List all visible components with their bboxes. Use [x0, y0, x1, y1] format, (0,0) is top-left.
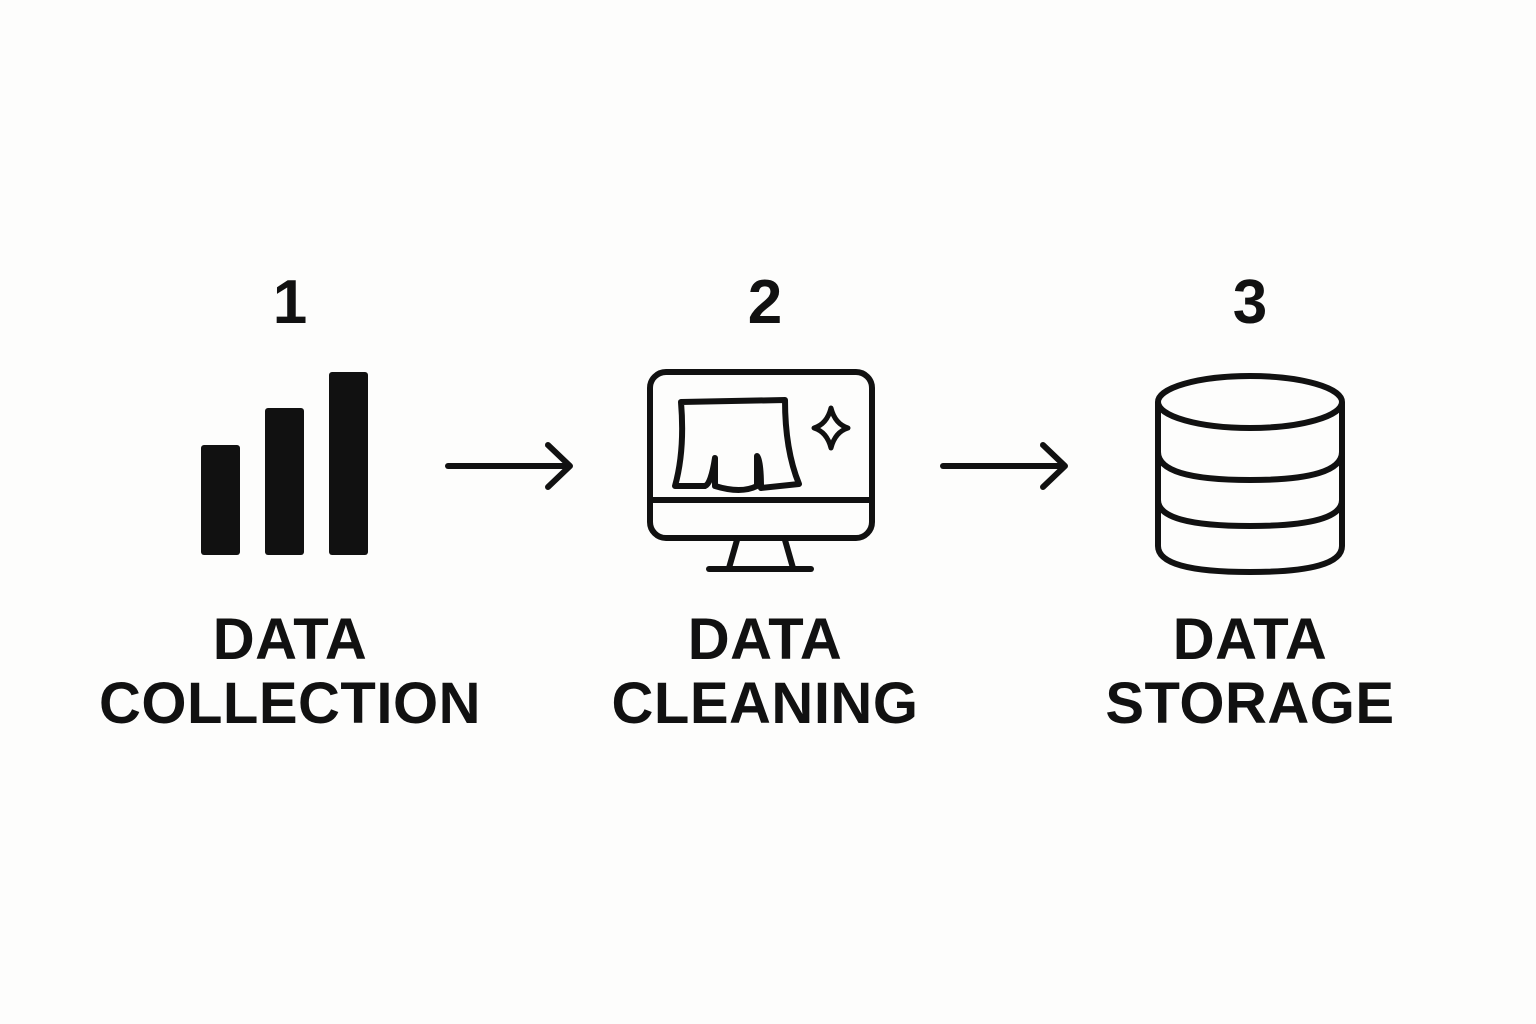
step-label-line1: DATA — [687, 607, 843, 672]
step-label-line2: CLEANING — [611, 671, 919, 736]
step-label-line2: COLLECTION — [99, 671, 481, 736]
step-data-cleaning: 2 DATA CLEANING — [545, 0, 985, 1024]
step-label: DATA COLLECTION — [70, 608, 510, 736]
step-label-line1: DATA — [212, 607, 368, 672]
step-label-line1: DATA — [1172, 607, 1328, 672]
step-label: DATA CLEANING — [545, 608, 985, 736]
step-number: 1 — [272, 268, 308, 337]
step-number: 3 — [1232, 268, 1268, 337]
database-icon — [1030, 360, 1470, 580]
step-label: DATA STORAGE — [1030, 608, 1470, 736]
step-data-collection: 1 DATA COLLECTION — [70, 0, 510, 1024]
step-number: 2 — [747, 268, 783, 337]
bar-chart-icon — [70, 360, 510, 580]
monitor-cleaning-icon — [545, 360, 985, 580]
arrow-right-icon — [440, 435, 580, 495]
step-data-storage: 3 DATA STORAGE — [1030, 0, 1470, 1024]
step-label-line2: STORAGE — [1105, 671, 1395, 736]
arrow-right-icon — [935, 435, 1075, 495]
